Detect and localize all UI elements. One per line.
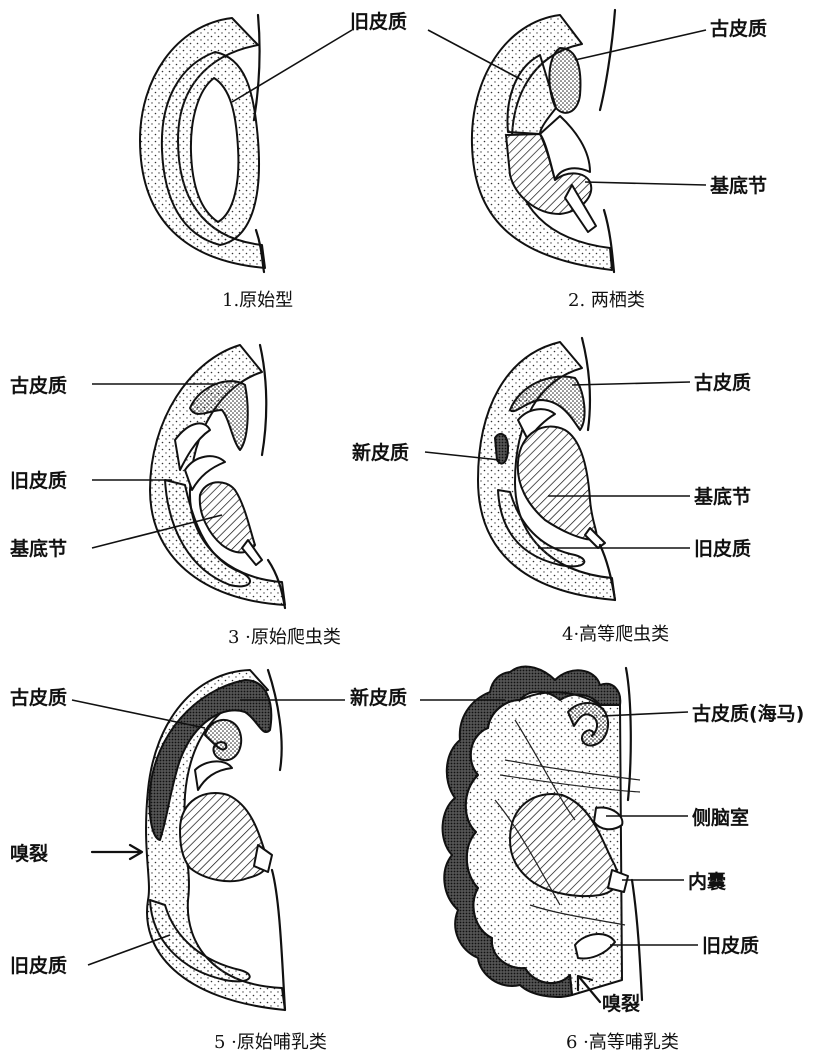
panel-5-label-3: 旧皮质	[10, 954, 67, 977]
panel-5-paleocortex	[150, 900, 250, 981]
panel-6-label-0: 古皮质(海马)	[692, 702, 804, 725]
panel-2-label-1: 基底节	[709, 174, 767, 197]
panel-2: 古皮质 基底节 2. 两栖类	[428, 10, 767, 311]
panel-3-label-1: 旧皮质	[10, 469, 67, 492]
panel-4-caption: 4·高等爬虫类	[562, 624, 669, 645]
panel-6: 古皮质(海马) 侧脑室 内囊 旧皮质 嗅裂 6 ·高等哺乳类	[420, 667, 804, 1053]
panel-1-label-0: 旧皮质	[350, 10, 407, 33]
panel-6-label-3: 旧皮质	[702, 934, 759, 957]
panel-6-label-1: 侧脑室	[692, 806, 749, 829]
panel-4-label-1: 新皮质	[352, 441, 409, 464]
panel-1-midline	[254, 15, 260, 120]
panel-3-label-2: 基底节	[9, 537, 67, 560]
panel-4-basal-ganglia	[518, 427, 597, 540]
panel-5-caption: 5 ·原始哺乳类	[214, 1032, 327, 1053]
panel-3-caption: 3 ·原始爬虫类	[228, 627, 341, 648]
panel-6-label-2: 内囊	[688, 870, 727, 893]
panel-6-caption: 6 ·高等哺乳类	[566, 1032, 679, 1053]
panel-2-caption: 2. 两栖类	[568, 290, 645, 311]
panel-4-label-2: 基底节	[693, 485, 751, 508]
panel-5: 古皮质 新皮质 嗅裂 旧皮质 5 ·原始哺乳类	[10, 670, 407, 1053]
panel-5-label-1: 新皮质	[350, 686, 407, 709]
panel-1-caption: 1.原始型	[222, 290, 293, 311]
panel-1: 旧皮质 1.原始型	[140, 10, 407, 311]
panel-4-label-3: 旧皮质	[694, 537, 751, 560]
panel-3-label-0: 古皮质	[10, 374, 67, 397]
panel-4: 古皮质 新皮质 基底节 旧皮质 4·高等爬虫类	[352, 338, 751, 645]
panel-5-archicortex	[205, 720, 241, 760]
panel-2-midline	[600, 10, 615, 110]
panel-6-label-4: 嗅裂	[602, 992, 640, 1015]
panel-5-arrow	[92, 845, 142, 859]
panel-5-label-0: 古皮质	[10, 686, 67, 709]
panel-4-label-0: 古皮质	[694, 371, 751, 394]
panel-5-internal-capsule	[180, 793, 267, 881]
panel-3: 古皮质 旧皮质 基底节 3 ·原始爬虫类	[9, 345, 341, 648]
panel-5-label-2: 嗅裂	[10, 842, 48, 865]
panel-2-label-0: 古皮质	[710, 17, 767, 40]
